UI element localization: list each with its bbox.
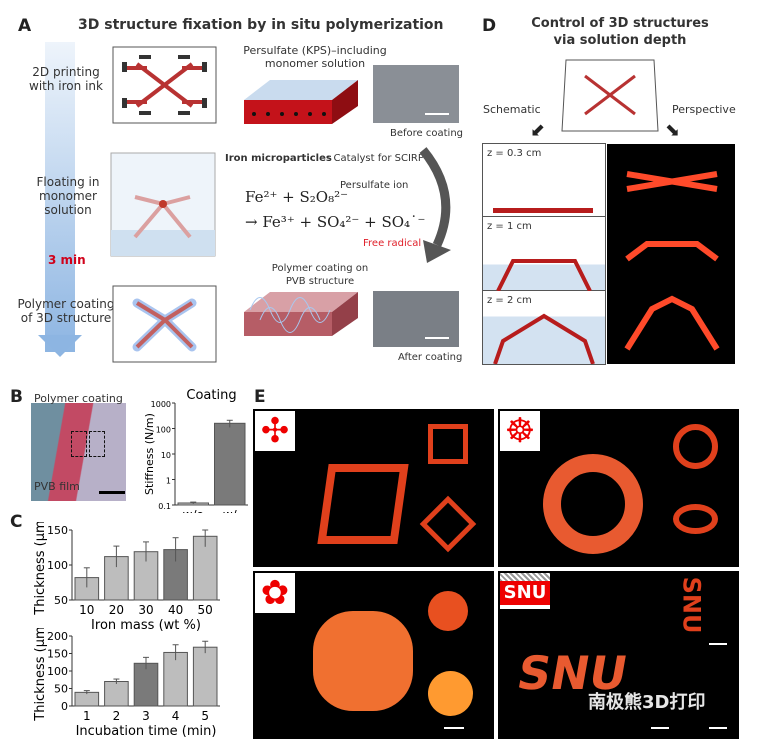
schematic-row-2: z = 1 cm bbox=[483, 217, 605, 291]
y-tick-label: 10 bbox=[161, 451, 171, 460]
solution-label: Persulfate (KPS)–including monomer solut… bbox=[243, 44, 387, 70]
before-coating-photo bbox=[372, 64, 460, 124]
perspective-label: Perspective bbox=[672, 103, 736, 116]
schematic-label: Schematic bbox=[483, 103, 541, 116]
x-axis-label: Iron mass (wt %) bbox=[91, 618, 201, 632]
row-2-label: z = 1 cm bbox=[487, 221, 532, 232]
chart-title: Coating bbox=[186, 388, 236, 403]
x-tick-label: 30 bbox=[138, 603, 153, 617]
watermark: 南极熊3D打印 bbox=[588, 692, 706, 713]
panel-c-label: C bbox=[10, 512, 23, 532]
schematic-row-1: z = 0.3 cm bbox=[483, 144, 605, 217]
cube-structure-photo: ✣ bbox=[252, 408, 495, 568]
coated-block-illustration bbox=[244, 292, 358, 336]
row-3-label: z = 2 cm bbox=[487, 295, 532, 306]
free-radical-label: Free radical bbox=[363, 238, 422, 249]
bar bbox=[192, 646, 218, 707]
bar bbox=[74, 691, 100, 707]
bar bbox=[214, 422, 246, 506]
snu-structure-photo: SNU SNU SNU bbox=[497, 570, 740, 740]
x-axis-label: Incubation time (min) bbox=[76, 724, 217, 739]
time-label: 3 min bbox=[48, 253, 86, 267]
process-curved-arrow bbox=[419, 147, 451, 263]
persulfate-ion-label: Persulfate ion bbox=[340, 180, 409, 191]
bar bbox=[163, 651, 188, 707]
snu-logo-icon: SNU bbox=[500, 573, 550, 609]
coated-structure-illustration bbox=[112, 285, 217, 363]
y-tick-label: 100 bbox=[156, 426, 171, 435]
y-axis-label: Stiffness (N/m) bbox=[143, 413, 156, 495]
panel-d-title-line-1: Control of 3D structures bbox=[531, 16, 709, 31]
y-axis-label: Thickness (μm) bbox=[33, 522, 48, 616]
y-tick-label: 50 bbox=[54, 683, 68, 696]
floating-structure-illustration bbox=[110, 152, 216, 257]
y-tick-label: 150 bbox=[47, 648, 68, 661]
ink-block-illustration bbox=[244, 80, 358, 124]
bar bbox=[104, 681, 129, 707]
panel-d-title-line-2: via solution depth bbox=[553, 33, 687, 48]
y-tick-label: 150 bbox=[47, 524, 68, 537]
iron-label: Iron microparticles bbox=[225, 153, 332, 164]
step-3-label: Polymer coating of 3D structure bbox=[17, 297, 115, 325]
arrow-down-left-icon: ⬋ bbox=[530, 120, 546, 141]
x-tick-label: w/ bbox=[223, 508, 238, 513]
coating-micrograph bbox=[30, 402, 127, 502]
flower-pattern-icon: ✿ bbox=[255, 573, 295, 613]
step-1-label: 2D printing with iron ink bbox=[29, 65, 103, 93]
lattice-pattern-icon: ✣ bbox=[255, 411, 295, 451]
y-tick-label: 50 bbox=[54, 594, 68, 607]
x-tick-label: w/o bbox=[183, 508, 204, 513]
panel-b-label: B bbox=[10, 387, 23, 407]
wheel-structure-photo: ☸ bbox=[497, 408, 740, 568]
x-tick-label: 5 bbox=[201, 709, 209, 723]
y-tick-label: 0.1 bbox=[158, 502, 171, 511]
process-arrowhead bbox=[38, 335, 82, 357]
perspective-photos bbox=[606, 143, 736, 365]
panel-d-label: D bbox=[482, 16, 497, 36]
reaction-line-1: Fe²⁺ + S₂O₈²⁻ bbox=[245, 188, 349, 206]
row-1-label: z = 0.3 cm bbox=[487, 148, 542, 159]
reaction-line-2: → Fe³⁺ + SO₄²⁻ + SO₄˙⁻ bbox=[245, 213, 426, 231]
after-coating-label: After coating bbox=[398, 352, 463, 363]
y-tick-label: 1000 bbox=[151, 400, 171, 409]
x-tick-label: 2 bbox=[113, 709, 121, 723]
polymer-coating-label: Polymer coating bbox=[34, 392, 123, 405]
x-tick-label: 50 bbox=[198, 603, 213, 617]
y-tick-label: 0 bbox=[61, 700, 68, 713]
process-arrow bbox=[45, 42, 75, 352]
x-tick-label: 40 bbox=[168, 603, 183, 617]
x-tick-label: 4 bbox=[172, 709, 180, 723]
snu-side-view: SNU bbox=[677, 576, 706, 634]
y-tick-label: 1 bbox=[166, 477, 171, 486]
schematic-column: z = 0.3 cm z = 1 cm z = 2 cm bbox=[482, 143, 606, 365]
panel-e-label: E bbox=[254, 387, 266, 407]
arrow-down-right-icon: ⬊ bbox=[665, 120, 681, 141]
panel-a-label: A bbox=[18, 16, 32, 36]
schematic-row-3: z = 2 cm bbox=[483, 291, 605, 364]
x-tick-label: 10 bbox=[79, 603, 94, 617]
pvb-film-label: PVB film bbox=[34, 480, 80, 493]
before-coating-label: Before coating bbox=[390, 128, 464, 139]
y-axis-label: Thickness (μm) bbox=[33, 628, 48, 722]
x-tick-label: 20 bbox=[109, 603, 124, 617]
x-tick-label: 1 bbox=[83, 709, 91, 723]
y-tick-label: 200 bbox=[47, 630, 68, 643]
panel-a-title: 3D structure fixation by in situ polymer… bbox=[78, 17, 444, 33]
x-tick-label: 3 bbox=[142, 709, 150, 723]
flower-structure-photo: ✿ bbox=[252, 570, 495, 740]
after-coating-photo bbox=[372, 290, 460, 348]
step-2-label: Floating in monomer solution bbox=[36, 175, 100, 217]
y-tick-label: 100 bbox=[47, 559, 68, 572]
coating-label: Polymer coating on PVB structure bbox=[271, 263, 369, 287]
iron-description: : Catalyst for SCIRP bbox=[327, 153, 424, 164]
y-tick-label: 100 bbox=[47, 665, 68, 678]
wheel-pattern-icon: ☸ bbox=[500, 411, 540, 451]
bar bbox=[133, 662, 159, 707]
2d-structure-illustration bbox=[112, 46, 217, 124]
schematic-structure-illustration bbox=[561, 59, 659, 132]
